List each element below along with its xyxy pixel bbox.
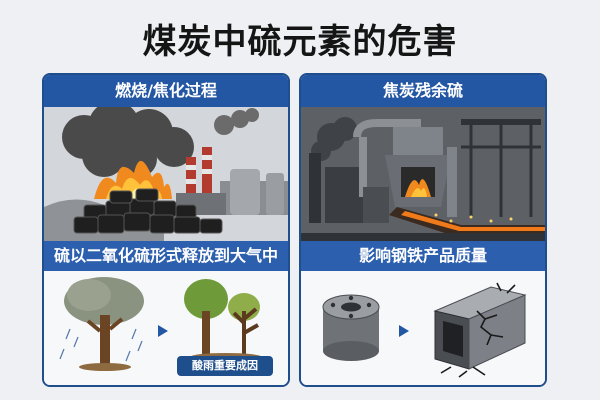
blast-furnace-icon xyxy=(353,119,457,223)
page-title: 煤炭中硫元素的危害 xyxy=(142,22,458,62)
combustion-panel: 燃烧/焦化过程 xyxy=(42,73,290,387)
coal-burning-illustration xyxy=(44,107,288,241)
coal-pile-icon xyxy=(73,188,223,234)
so2-release-caption: 硫以二氧化硫形式释放到大气中 xyxy=(44,241,288,271)
steel-ring-icon xyxy=(322,294,380,361)
combustion-header: 燃烧/焦化过程 xyxy=(44,75,288,107)
steel-mill-illustration xyxy=(301,107,545,241)
residual-sulfur-panel: 焦炭残余硫 xyxy=(299,73,547,387)
smoke-cloud xyxy=(62,107,194,177)
steel-defect-illustration xyxy=(301,271,545,385)
tree-in-rain-icon xyxy=(59,277,144,371)
arrow-right-icon xyxy=(158,325,168,337)
damaged-tree-icon xyxy=(184,279,262,361)
steel-quality-caption: 影响钢铁产品质量 xyxy=(301,241,545,271)
molten-metal-icon xyxy=(389,207,545,235)
acid-rain-badge: 酸雨重要成因 xyxy=(177,356,273,376)
arrow-right-icon xyxy=(399,325,409,337)
acid-rain-illustration: 酸雨重要成因 xyxy=(44,271,288,385)
factory-icon xyxy=(176,147,288,215)
residual-sulfur-header: 焦炭残余硫 xyxy=(301,75,545,107)
cracked-steel-tube-icon xyxy=(433,282,527,378)
